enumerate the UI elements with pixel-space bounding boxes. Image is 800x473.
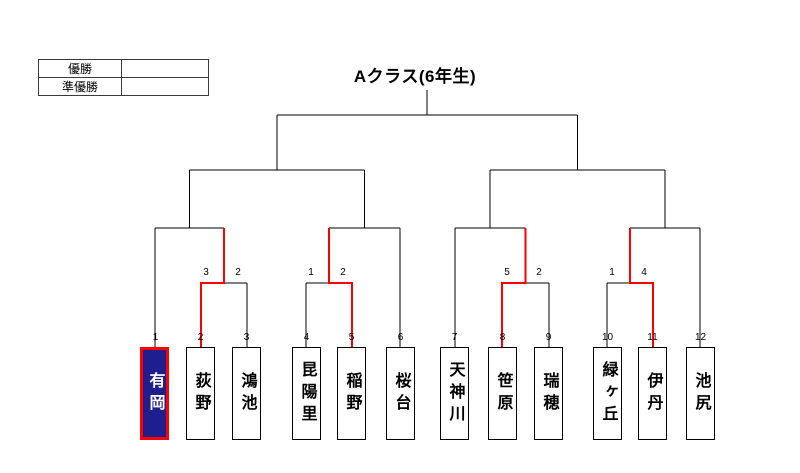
score-m1-left: 3 bbox=[203, 267, 209, 278]
champion-row: 優勝 bbox=[38, 59, 209, 78]
seed-label-1: 1 bbox=[152, 332, 159, 343]
team-box-ikejiri: 池尻 bbox=[686, 347, 715, 440]
team-box-konoike: 鴻池 bbox=[232, 347, 261, 440]
score-m2-left: 1 bbox=[308, 267, 314, 278]
seed-label-3: 3 bbox=[243, 332, 250, 343]
score-m3-left: 5 bbox=[504, 267, 510, 278]
runnerup-label: 準優勝 bbox=[38, 77, 122, 96]
runnerup-row: 準優勝 bbox=[38, 77, 209, 96]
results-table: 優勝 準優勝 bbox=[38, 59, 209, 96]
team-box-sasahara: 笹原 bbox=[488, 347, 517, 440]
winner-path-inano bbox=[328, 228, 353, 347]
seed-label-4: 4 bbox=[303, 332, 310, 343]
team-box-itami: 伊丹 bbox=[638, 347, 667, 440]
team-box-ogino: 荻野 bbox=[186, 347, 215, 440]
team-name-mizuho: 瑞穂 bbox=[540, 371, 558, 416]
team-name-sakuradai: 桜台 bbox=[392, 371, 410, 416]
team-name-arioka: 有岡 bbox=[146, 371, 164, 416]
team-name-koyanosato: 昆陽里 bbox=[298, 360, 316, 427]
seed-label-7: 7 bbox=[451, 332, 458, 343]
seed-label-6: 6 bbox=[397, 332, 404, 343]
seed-label-10: 10 bbox=[601, 332, 614, 343]
winner-path-itami bbox=[629, 228, 654, 347]
seed-label-5: 5 bbox=[348, 332, 355, 343]
seed-label-9: 9 bbox=[545, 332, 552, 343]
score-m4-left: 1 bbox=[609, 267, 615, 278]
champion-value bbox=[121, 59, 209, 78]
team-name-itami: 伊丹 bbox=[644, 371, 662, 416]
seed-label-2: 2 bbox=[197, 332, 204, 343]
team-name-midorigaoka: 緑ヶ丘 bbox=[599, 360, 617, 427]
team-box-inano: 稲野 bbox=[337, 347, 366, 440]
score-m4-right: 4 bbox=[641, 267, 647, 278]
runnerup-value bbox=[121, 77, 209, 96]
team-box-arioka: 有岡 bbox=[140, 347, 169, 440]
team-box-mizuho: 瑞穂 bbox=[534, 347, 563, 440]
team-box-midorigaoka: 緑ヶ丘 bbox=[593, 347, 622, 440]
score-m1-right: 2 bbox=[235, 267, 241, 278]
team-name-ogino: 荻野 bbox=[192, 371, 210, 416]
bracket-title: Aクラス(6年生) bbox=[353, 67, 477, 86]
team-name-inano: 稲野 bbox=[343, 371, 361, 416]
seed-label-12: 12 bbox=[694, 332, 707, 343]
team-name-konoike: 鴻池 bbox=[238, 371, 256, 416]
winner-path-ogino bbox=[200, 228, 225, 347]
seed-label-8: 8 bbox=[499, 332, 506, 343]
team-name-tenjingawa: 天神川 bbox=[446, 360, 464, 427]
seed-label-11: 11 bbox=[647, 332, 658, 343]
team-name-ikejiri: 池尻 bbox=[692, 371, 710, 416]
team-box-sakuradai: 桜台 bbox=[386, 347, 415, 440]
champion-label: 優勝 bbox=[38, 59, 122, 78]
score-m2-right: 2 bbox=[340, 267, 346, 278]
team-box-tenjingawa: 天神川 bbox=[440, 347, 469, 440]
team-box-koyanosato: 昆陽里 bbox=[292, 347, 321, 440]
winner-path-sasahara bbox=[501, 228, 527, 347]
score-m3-right: 2 bbox=[536, 267, 542, 278]
team-name-sasahara: 笹原 bbox=[494, 371, 512, 416]
bracket-structure-lines bbox=[154, 90, 701, 347]
